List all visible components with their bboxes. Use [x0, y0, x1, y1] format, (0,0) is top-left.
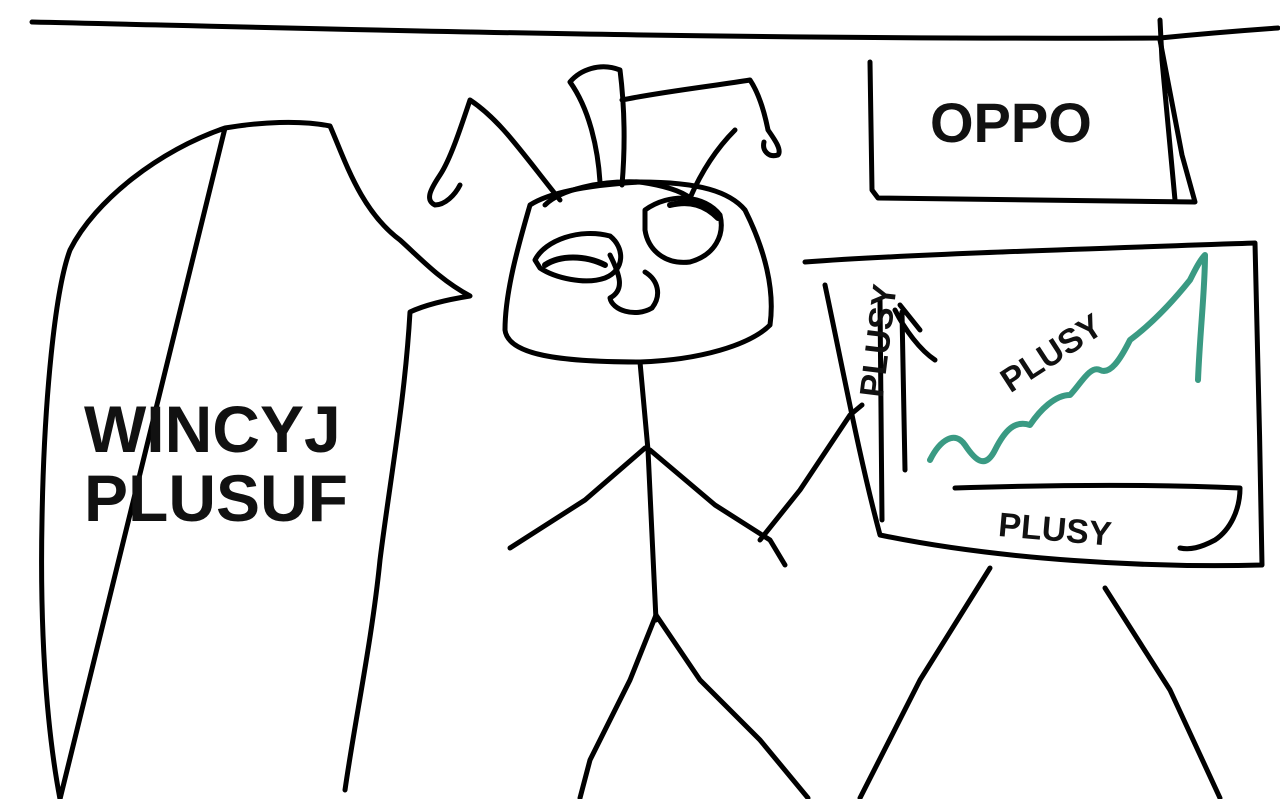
- easel-right-leg: [1102, 585, 1223, 799]
- oppo-sign-frame: [867, 37, 1198, 205]
- board-trend-line: [927, 252, 1208, 465]
- left-eye-lid: [542, 254, 608, 268]
- board-x-axis-label: PLUSY: [996, 506, 1114, 554]
- speech-line-1: WINCYJ: [84, 392, 341, 466]
- speech-bubble: [39, 119, 473, 799]
- right-leg: [653, 612, 811, 799]
- right-arm: [647, 402, 865, 568]
- right-eye: [642, 195, 724, 265]
- head: [502, 179, 774, 365]
- board-x-axis: [952, 482, 1243, 552]
- easel-left-leg: [857, 565, 993, 799]
- board-y-axis: [877, 297, 938, 523]
- left-eye: [532, 231, 624, 284]
- nose: [607, 252, 661, 315]
- torso: [637, 359, 659, 623]
- ceiling-line: [29, 19, 1280, 41]
- left-leg: [577, 612, 659, 799]
- speech-bubble-text: WINCYJ PLUSUF: [84, 392, 348, 536]
- board-frame: [802, 240, 1265, 569]
- right-eye-lid: [667, 200, 721, 221]
- left-arm: [507, 445, 648, 551]
- speech-line-2: PLUSUF: [84, 461, 348, 536]
- oppo-sign-label: OPPO: [930, 91, 1092, 154]
